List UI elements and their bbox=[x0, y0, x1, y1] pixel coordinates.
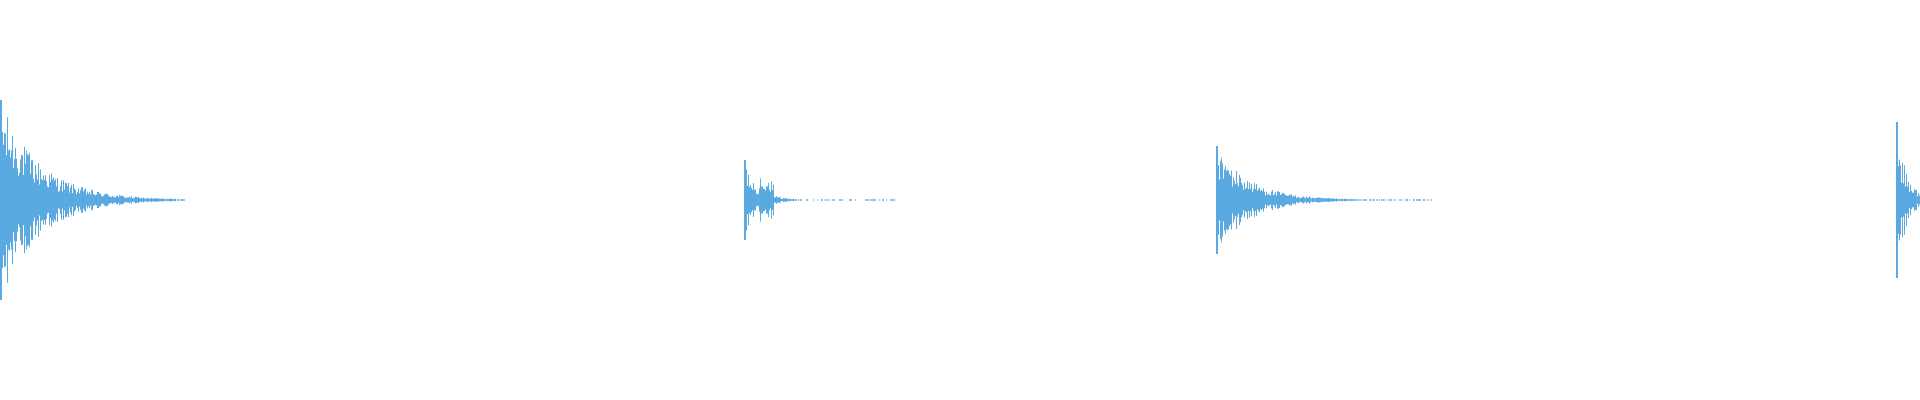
waveform-path-hit-3 bbox=[1216, 146, 1432, 254]
waveform-clip-hit-1[interactable] bbox=[0, 100, 185, 300]
waveform-path-hit-2 bbox=[744, 160, 895, 240]
waveform-path-hit-4 bbox=[1896, 122, 1920, 278]
waveform-clip-hit-3[interactable] bbox=[1216, 146, 1432, 254]
waveform-clip-hit-4[interactable] bbox=[1896, 122, 1920, 278]
waveform-clip-hit-2[interactable] bbox=[744, 160, 895, 240]
waveform-clips bbox=[0, 100, 1920, 300]
waveform-path-hit-1 bbox=[0, 100, 185, 300]
